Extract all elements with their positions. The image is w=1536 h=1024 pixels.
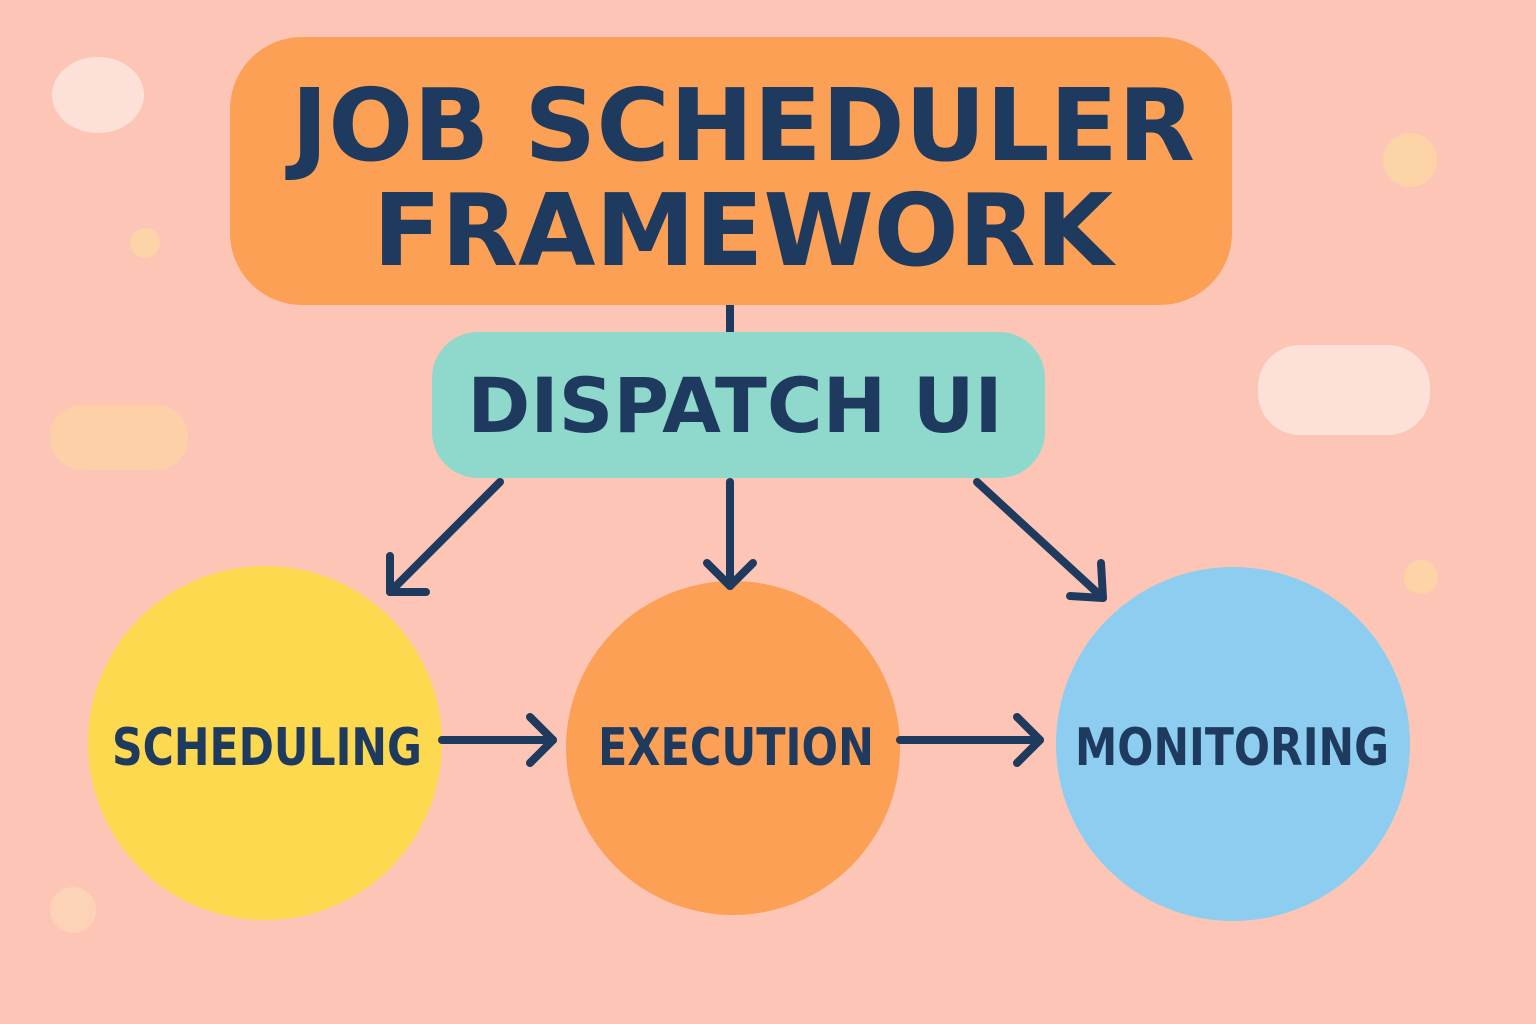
arrow-execution-to-monitoring xyxy=(896,713,1044,767)
title-line-2: FRAMEWORK xyxy=(373,172,1117,289)
node-label: MONITORING xyxy=(1075,718,1389,778)
arrow-to-monitoring xyxy=(973,478,1107,602)
dispatch-label: DISPATCH UI xyxy=(467,361,1002,450)
arrow-to-execution xyxy=(703,478,757,590)
dispatch-box: DISPATCH UI xyxy=(432,332,1045,478)
title-line-1: JOB SCHEDULER xyxy=(285,67,1195,184)
node-monitoring: MONITORING xyxy=(1056,567,1410,921)
node-label: SCHEDULING xyxy=(112,718,422,778)
decorative-blobs xyxy=(50,57,1438,933)
arrow-to-scheduling xyxy=(386,478,504,596)
arrow-scheduling-to-execution xyxy=(438,713,557,767)
node-label: EXECUTION xyxy=(598,718,874,778)
node-scheduling: SCHEDULING xyxy=(88,566,442,920)
title-box: JOB SCHEDULER FRAMEWORK xyxy=(230,37,1232,305)
arrows xyxy=(386,478,1107,767)
node-execution: EXECUTION xyxy=(566,581,900,915)
